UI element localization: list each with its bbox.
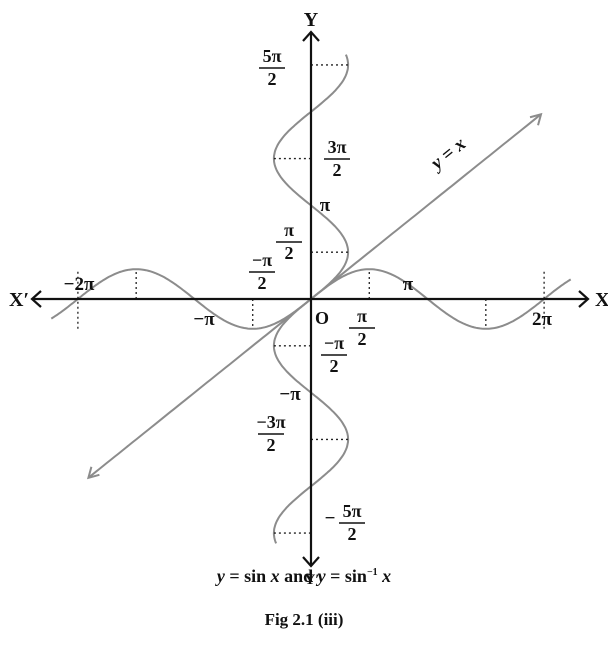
x-tick-neg-pi: −π [193,309,215,330]
y-tick-3pi-over-2-den: 2 [333,160,342,180]
axis-label-x-neg: X′ [9,289,29,311]
y-tick-pi-over-2-num: π [284,220,294,240]
axis-label-y-neg: Y′ [304,572,319,588]
series-identity-curve [87,113,542,479]
line-label-y-equals-x: y = x [426,133,471,175]
x-tick-pi-over-2-num: π [357,306,367,326]
x-tick-pi-over-2-den: 2 [358,329,367,349]
x-tick-2pi: 2π [532,309,553,330]
caption-sup: −1 [366,567,378,578]
y-axis-bottom-arrow [302,556,320,568]
caption-x2: x [377,566,392,586]
y-tick-neg-pi: −π [279,384,301,405]
caption-eq1: = sin [224,566,271,586]
identity-arrowhead-top [529,112,543,126]
figure-caption: Fig 2.1 (iii) [264,610,344,629]
guide-lines-layer [77,64,545,534]
x-tick-neg-pi-over-2-den: 2 [258,273,267,293]
y-tick-neg-3pi-over-2-num: −3π [256,412,285,432]
caption-x1: x [270,566,280,586]
y-tick-neg-3pi-over-2-den: 2 [267,435,276,455]
y-tick-pi: π [320,195,331,216]
y-tick-5pi-over-2-den: 2 [268,69,277,89]
x-axis-left-arrow [30,290,42,308]
x-tick-neg-2pi: −2π [64,274,95,295]
x-axis-right-arrow [578,290,590,308]
y-tick-neg-pi-over-2-den: 2 [330,356,339,376]
x-tick-pi: π [403,274,414,295]
y-tick-neg-5pi-over-2-sign: − [325,508,336,529]
axis-label-x: X [595,289,608,311]
caption-eq2: = sin [325,566,367,586]
origin-label: O [315,308,329,328]
caption-y1: y [216,566,225,586]
identity-arrowhead-bottom [86,466,100,480]
x-tick-neg-pi-over-2-num: −π [252,250,272,270]
caption-and: and [279,566,318,586]
y-axis-top-arrow [302,30,320,42]
y-tick-5pi-over-2-num: 5π [263,46,282,66]
axis-label-y: Y [304,9,319,31]
axes-layer [30,30,590,568]
caption-y2: y [317,566,326,586]
y-tick-3pi-over-2-num: 3π [328,137,347,157]
y-tick-neg-pi-over-2-num: −π [324,333,344,353]
y-tick-pi-over-2-den: 2 [285,243,294,263]
caption-equations: y = sin x and y = sin−1 x [0,566,608,587]
y-tick-neg-5pi-over-2-num: 5π [343,501,362,521]
y-tick-neg-5pi-over-2-den: 2 [348,524,357,544]
